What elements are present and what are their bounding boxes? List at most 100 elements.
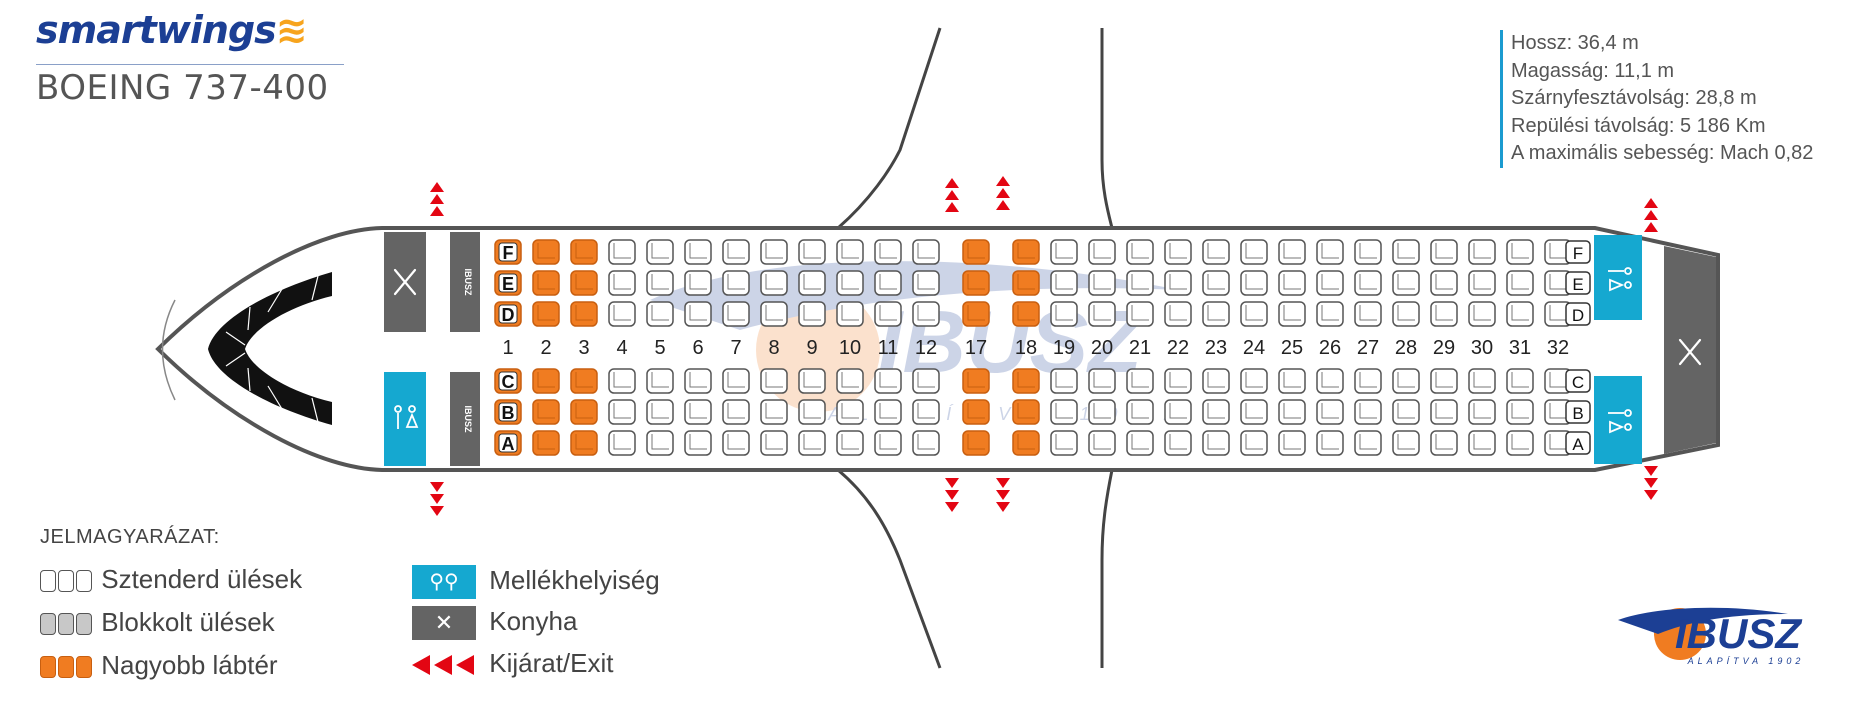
- seat-4A[interactable]: [608, 430, 636, 456]
- seat-29B[interactable]: [1430, 399, 1458, 425]
- seat-17E[interactable]: [962, 270, 990, 296]
- seat-4D[interactable]: [608, 301, 636, 327]
- seat-6F[interactable]: [684, 239, 712, 265]
- seat-2F[interactable]: [532, 239, 560, 265]
- seat-5B[interactable]: [646, 399, 674, 425]
- seat-27E[interactable]: [1354, 270, 1382, 296]
- seat-20C[interactable]: [1088, 368, 1116, 394]
- seat-30C[interactable]: [1468, 368, 1496, 394]
- seat-4F[interactable]: [608, 239, 636, 265]
- seat-23A[interactable]: [1202, 430, 1230, 456]
- seat-12E[interactable]: [912, 270, 940, 296]
- seat-3A[interactable]: [570, 430, 598, 456]
- seat-7F[interactable]: [722, 239, 750, 265]
- seat-19A[interactable]: [1050, 430, 1078, 456]
- seat-22B[interactable]: [1164, 399, 1192, 425]
- seat-26F[interactable]: [1316, 239, 1344, 265]
- seat-22D[interactable]: [1164, 301, 1192, 327]
- seat-5C[interactable]: [646, 368, 674, 394]
- seat-8A[interactable]: [760, 430, 788, 456]
- seat-29E[interactable]: [1430, 270, 1458, 296]
- seat-11E[interactable]: [874, 270, 902, 296]
- seat-8D[interactable]: [760, 301, 788, 327]
- seat-28B[interactable]: [1392, 399, 1420, 425]
- seat-18F[interactable]: [1012, 239, 1040, 265]
- seat-8E[interactable]: [760, 270, 788, 296]
- seat-31C[interactable]: [1506, 368, 1534, 394]
- seat-29D[interactable]: [1430, 301, 1458, 327]
- seat-26C[interactable]: [1316, 368, 1344, 394]
- seat-9F[interactable]: [798, 239, 826, 265]
- seat-22F[interactable]: [1164, 239, 1192, 265]
- seat-21C[interactable]: [1126, 368, 1154, 394]
- seat-3C[interactable]: [570, 368, 598, 394]
- seat-3F[interactable]: [570, 239, 598, 265]
- seat-7C[interactable]: [722, 368, 750, 394]
- seat-5F[interactable]: [646, 239, 674, 265]
- seat-26E[interactable]: [1316, 270, 1344, 296]
- seat-3D[interactable]: [570, 301, 598, 327]
- seat-27B[interactable]: [1354, 399, 1382, 425]
- seat-6C[interactable]: [684, 368, 712, 394]
- seat-18E[interactable]: [1012, 270, 1040, 296]
- seat-2A[interactable]: [532, 430, 560, 456]
- seat-21E[interactable]: [1126, 270, 1154, 296]
- seat-6A[interactable]: [684, 430, 712, 456]
- seat-4C[interactable]: [608, 368, 636, 394]
- seat-25A[interactable]: [1278, 430, 1306, 456]
- seat-7D[interactable]: [722, 301, 750, 327]
- seat-23E[interactable]: [1202, 270, 1230, 296]
- seat-28A[interactable]: [1392, 430, 1420, 456]
- seat-28C[interactable]: [1392, 368, 1420, 394]
- seat-9D[interactable]: [798, 301, 826, 327]
- seat-6B[interactable]: [684, 399, 712, 425]
- seat-12C[interactable]: [912, 368, 940, 394]
- seat-8C[interactable]: [760, 368, 788, 394]
- seat-10E[interactable]: [836, 270, 864, 296]
- seat-8B[interactable]: [760, 399, 788, 425]
- seat-6E[interactable]: [684, 270, 712, 296]
- seat-29A[interactable]: [1430, 430, 1458, 456]
- seat-11B[interactable]: [874, 399, 902, 425]
- seat-21F[interactable]: [1126, 239, 1154, 265]
- seat-24E[interactable]: [1240, 270, 1268, 296]
- seat-21A[interactable]: [1126, 430, 1154, 456]
- seat-18C[interactable]: [1012, 368, 1040, 394]
- seat-22A[interactable]: [1164, 430, 1192, 456]
- seat-12D[interactable]: [912, 301, 940, 327]
- seat-21D[interactable]: [1126, 301, 1154, 327]
- seat-10F[interactable]: [836, 239, 864, 265]
- seat-4E[interactable]: [608, 270, 636, 296]
- seat-12B[interactable]: [912, 399, 940, 425]
- seat-2D[interactable]: [532, 301, 560, 327]
- seat-30E[interactable]: [1468, 270, 1496, 296]
- seat-27C[interactable]: [1354, 368, 1382, 394]
- seat-25C[interactable]: [1278, 368, 1306, 394]
- seat-12F[interactable]: [912, 239, 940, 265]
- seat-12A[interactable]: [912, 430, 940, 456]
- seat-27A[interactable]: [1354, 430, 1382, 456]
- seat-25E[interactable]: [1278, 270, 1306, 296]
- seat-10D[interactable]: [836, 301, 864, 327]
- seat-9C[interactable]: [798, 368, 826, 394]
- seat-19F[interactable]: [1050, 239, 1078, 265]
- seat-19B[interactable]: [1050, 399, 1078, 425]
- seat-30F[interactable]: [1468, 239, 1496, 265]
- seat-18D[interactable]: [1012, 301, 1040, 327]
- seat-9A[interactable]: [798, 430, 826, 456]
- seat-18A[interactable]: [1012, 430, 1040, 456]
- seat-23C[interactable]: [1202, 368, 1230, 394]
- seat-2E[interactable]: [532, 270, 560, 296]
- seat-24B[interactable]: [1240, 399, 1268, 425]
- seat-28F[interactable]: [1392, 239, 1420, 265]
- seat-7B[interactable]: [722, 399, 750, 425]
- seat-20F[interactable]: [1088, 239, 1116, 265]
- seat-30B[interactable]: [1468, 399, 1496, 425]
- seat-25D[interactable]: [1278, 301, 1306, 327]
- seat-9B[interactable]: [798, 399, 826, 425]
- seat-21B[interactable]: [1126, 399, 1154, 425]
- seat-5D[interactable]: [646, 301, 674, 327]
- seat-23D[interactable]: [1202, 301, 1230, 327]
- seat-17A[interactable]: [962, 430, 990, 456]
- seat-19D[interactable]: [1050, 301, 1078, 327]
